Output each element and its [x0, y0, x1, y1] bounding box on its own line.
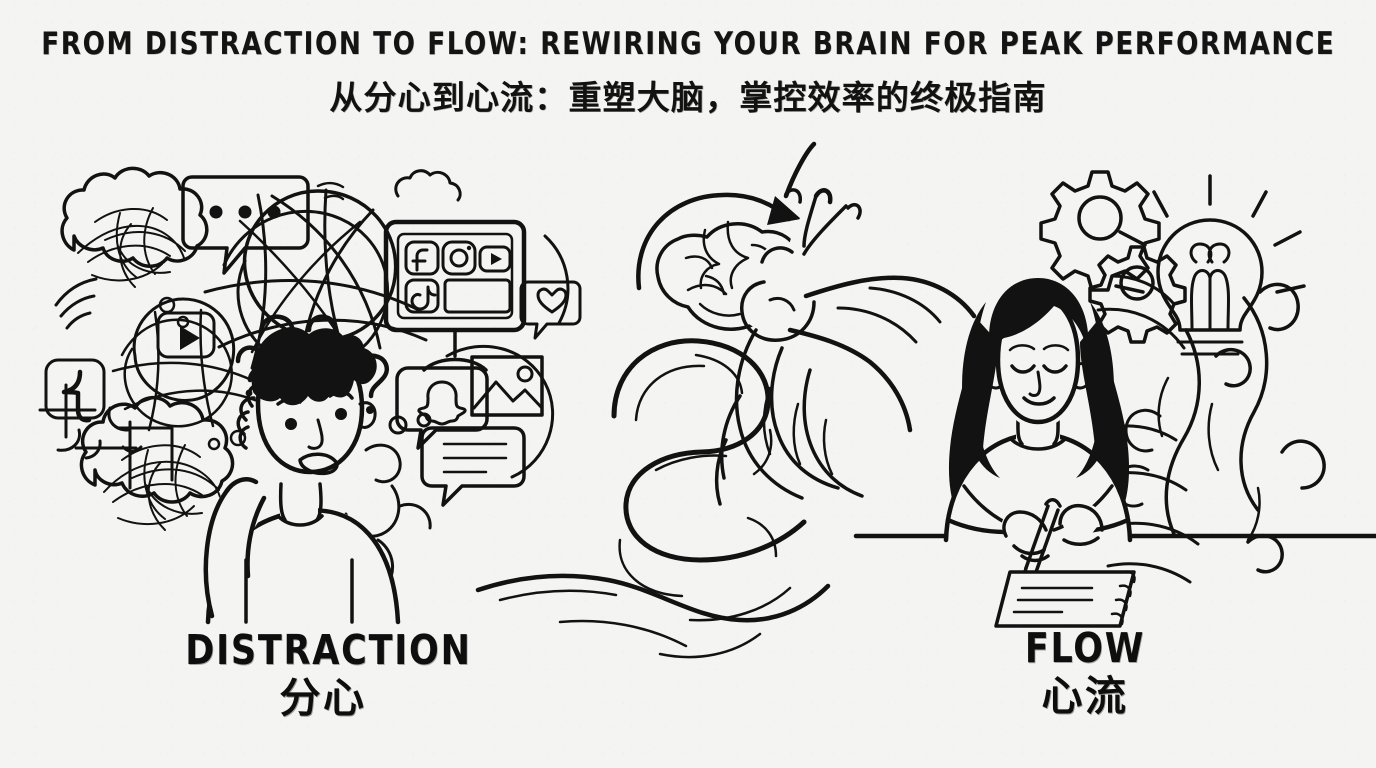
facebook-icon [404, 240, 440, 276]
speech-bubble-three-dots [181, 175, 310, 275]
caption-distraction: DISTRACTION 分心 [178, 626, 472, 722]
caption-distraction-chinese: 分心 [279, 674, 367, 722]
lightbulb-idea-icon [1114, 174, 1306, 356]
circle-accent [543, 234, 570, 325]
loose-scribble-strands [38, 383, 130, 460]
panel-distraction [38, 166, 582, 625]
hand-holding-brain [736, 141, 977, 433]
title-block: FROM DISTRACTION TO FLOW: REWIRING YOUR … [0, 28, 1376, 119]
caption-distraction-english: DISTRACTION [185, 626, 472, 674]
page-title-chinese: 从分心到心流：重塑大脑，掌控效率的终极指南 [329, 77, 1047, 117]
rewiring-circular-arrow [636, 192, 801, 291]
tangled-scribble-ball-small [111, 297, 267, 432]
figure-distracted-man [203, 326, 401, 625]
social-icon-frames [74, 420, 174, 490]
caption-flow-english: FLOW [1024, 624, 1146, 672]
center-flow-stream [475, 338, 831, 659]
wifi-signal-icon [54, 277, 98, 330]
thought-cloud-scribble-upper-left [60, 166, 209, 329]
spiral-notebook-rings [1110, 570, 1136, 626]
caption-flow-chinese: 心流 [1041, 672, 1129, 720]
figure-focused-woman [943, 278, 1136, 628]
snapchat-icon [395, 366, 489, 450]
gear-icon-small [1088, 245, 1187, 344]
tiktok-icon [404, 278, 440, 314]
heart-like-bubble [519, 280, 582, 340]
flow-hair-lines [714, 328, 864, 506]
panel-flow [636, 141, 1376, 628]
chat-message-bubble [420, 426, 526, 507]
thought-cloud-scribble-lower-left [79, 395, 235, 531]
caption-flow: FLOW 心流 [960, 628, 1210, 718]
circle-accent [445, 344, 554, 479]
tumblr-icon [44, 358, 106, 423]
instagram-icon [441, 240, 477, 276]
gear-icon-large [1039, 170, 1161, 292]
page-title-english: FROM DISTRACTION TO FLOW: REWIRING YOUR … [41, 26, 1336, 62]
cloud-doodle [394, 169, 462, 202]
flow-swirl-lines-right [1094, 274, 1326, 584]
youtube-icon [156, 311, 216, 359]
youtube-tile-icon [478, 245, 512, 273]
